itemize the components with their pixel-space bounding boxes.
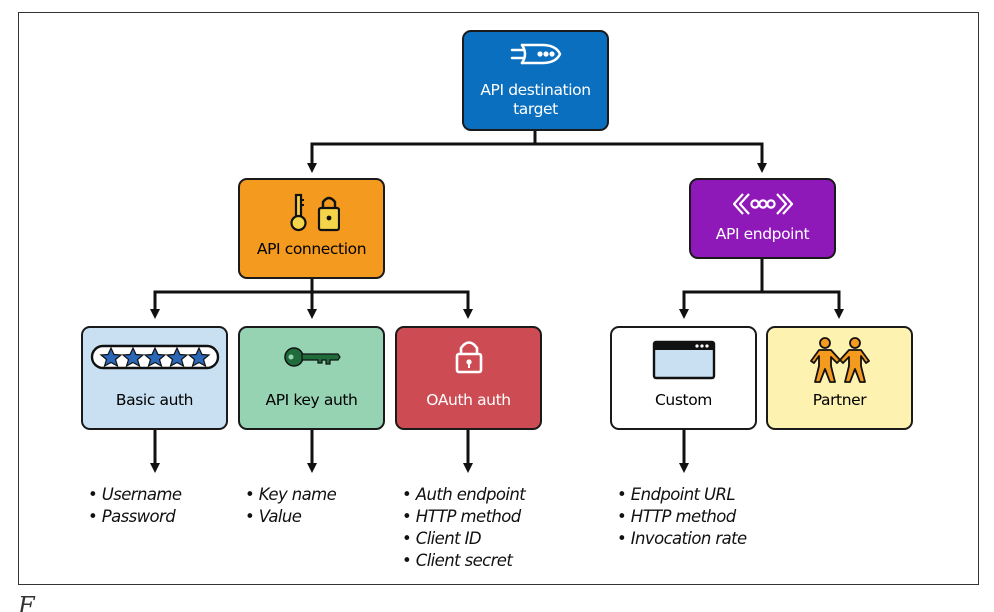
browser-window-icon xyxy=(652,340,716,385)
lock-icon xyxy=(454,338,484,379)
api-key-auth-label: API key auth xyxy=(265,391,358,409)
partner-label: Partner xyxy=(812,391,867,409)
partner-node: Partner xyxy=(766,326,913,430)
api-key-auth-node: API key auth xyxy=(238,326,385,430)
api-connection-node: API connection xyxy=(238,178,385,279)
oauth-auth-node: OAuth auth xyxy=(395,326,542,430)
key-lock-icon xyxy=(284,192,340,239)
list-item: Client secret xyxy=(402,550,525,572)
basic-auth-fields: Username Password xyxy=(88,484,182,528)
oauth-auth-fields: Auth endpoint HTTP method Client ID Clie… xyxy=(402,484,526,572)
custom-endpoint-node: Custom xyxy=(610,326,757,430)
arrow-to-basic-auth xyxy=(150,279,314,319)
api-destination-target-node: API destination target xyxy=(462,30,609,131)
api-endpoint-node: API endpoint xyxy=(689,178,836,259)
api-key-auth-fields: Key name Value xyxy=(245,484,337,528)
arrow-to-custom xyxy=(679,259,764,319)
list-item: Key name xyxy=(245,484,337,506)
basic-auth-label: Basic auth xyxy=(115,391,194,409)
list-item: Username xyxy=(88,484,182,506)
custom-endpoint-fields: Endpoint URL HTTP method Invocation rate xyxy=(617,484,747,550)
list-item: Client ID xyxy=(402,528,525,550)
arrow-root-to-endpoint xyxy=(535,142,767,173)
list-item: Invocation rate xyxy=(617,528,747,550)
list-item: Value xyxy=(245,506,336,528)
custom-label: Custom xyxy=(655,391,712,409)
list-item: HTTP method xyxy=(617,506,747,528)
diagram-frame xyxy=(18,12,979,585)
root-label-line1: API destination xyxy=(480,81,591,99)
connection-label: API connection xyxy=(256,240,367,258)
figure-caption: F xyxy=(18,585,979,612)
arrow-root-to-connection xyxy=(307,131,537,173)
key-icon xyxy=(282,344,342,375)
handshake-people-icon xyxy=(809,336,871,389)
arrow-to-partner xyxy=(762,290,844,319)
endpoint-label: API endpoint xyxy=(715,225,810,243)
figure-caption-text: F xyxy=(18,592,35,612)
list-item: Endpoint URL xyxy=(617,484,747,506)
list-item: Password xyxy=(88,506,181,528)
list-item: Auth endpoint xyxy=(402,484,526,506)
password-stars-icon xyxy=(89,342,221,377)
endpoint-chevrons-icon xyxy=(731,190,795,223)
root-label-line2: target xyxy=(513,100,558,118)
oauth-auth-label: OAuth auth xyxy=(426,391,511,409)
list-item: HTTP method xyxy=(402,506,525,528)
basic-auth-node: Basic auth xyxy=(81,326,228,430)
arrow-to-oauth-auth xyxy=(312,290,473,319)
rocket-icon xyxy=(508,40,564,73)
